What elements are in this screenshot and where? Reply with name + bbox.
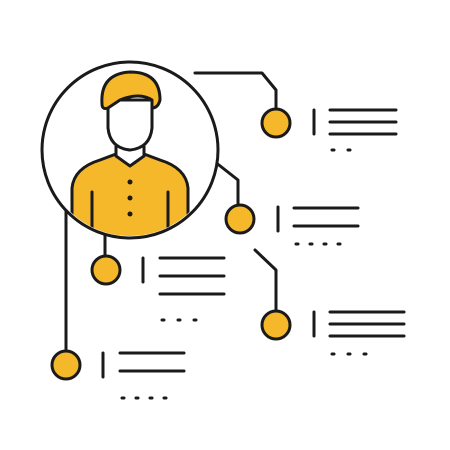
info-node-2 xyxy=(276,205,360,246)
connector-2 xyxy=(208,156,240,207)
connector-1 xyxy=(193,71,278,110)
avatar xyxy=(40,60,220,240)
node-1 xyxy=(260,107,292,139)
node-4 xyxy=(260,309,292,341)
connector-4 xyxy=(253,248,278,314)
person-icon xyxy=(70,70,190,236)
info-node-4 xyxy=(312,310,406,356)
person-hair xyxy=(100,70,162,110)
node-2 xyxy=(224,203,256,235)
info-node-3 xyxy=(141,256,226,322)
node-5 xyxy=(50,349,82,381)
info-node-1 xyxy=(312,108,398,152)
info-node-5 xyxy=(101,351,186,400)
node-3 xyxy=(90,254,122,286)
nodes xyxy=(50,107,292,381)
person-face xyxy=(106,98,154,152)
info-blocks xyxy=(101,108,406,400)
